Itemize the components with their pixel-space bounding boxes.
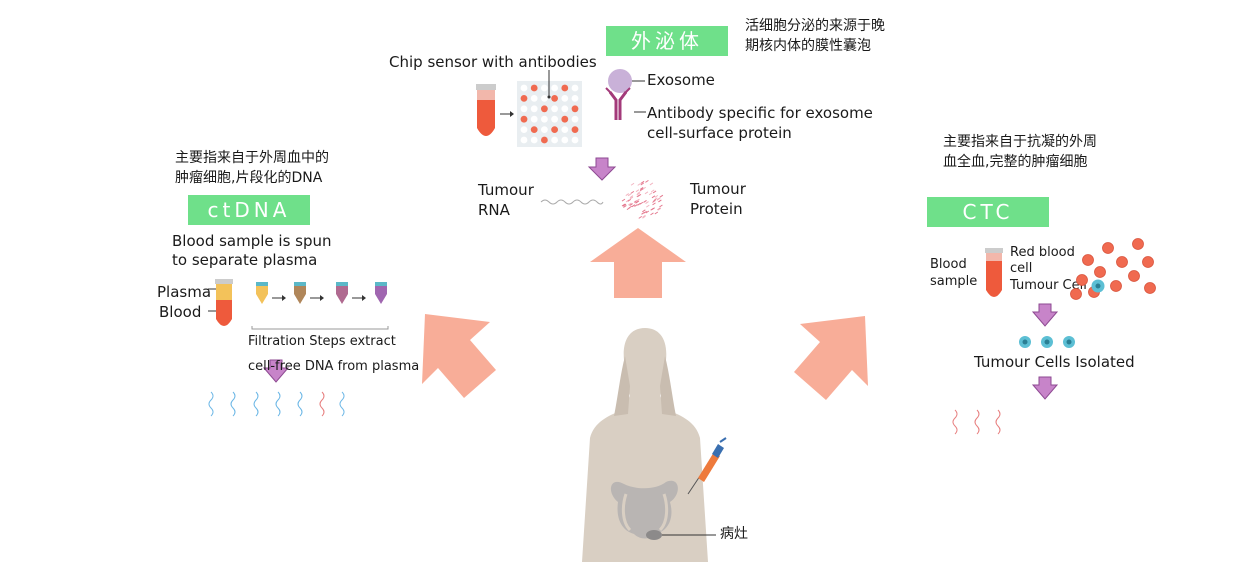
antibody-icon: [605, 87, 646, 120]
big-arrow-up-right: [794, 316, 868, 400]
ctdna-description-line1: 主要指来自于外周血中的: [175, 150, 329, 166]
ctc-description-line2: 血全血,完整的肿瘤细胞: [943, 154, 1088, 170]
human-body-figure: [582, 328, 716, 562]
exosome-blood-tube: [476, 84, 496, 136]
isolated-tumour-cells: [1019, 336, 1075, 348]
tube-to-chip-arrow: [500, 111, 514, 117]
lesion-label: 病灶: [720, 526, 748, 542]
exosome-badge: 外泌体: [606, 26, 728, 56]
ctdna-description-line2: 肿瘤细胞,片段化的DNA: [175, 170, 323, 186]
tumour-cell-label: Tumour Cell: [1010, 278, 1087, 293]
blood-spun-line1: Blood sample is spun: [172, 232, 332, 250]
filtration-line2: cell-free DNA from plasma: [248, 359, 420, 374]
antibody-label-line1: Antibody specific for exosome: [647, 104, 873, 122]
red-blood-cell-line2: cell: [1010, 261, 1033, 276]
tumour-rna-line1: Tumour: [478, 181, 534, 199]
ctc-blood-tube: [985, 248, 1003, 297]
tumour-rna-line2: RNA: [478, 201, 510, 219]
red-blood-cell-line1: Red blood: [1010, 245, 1075, 260]
ctc-fragments: [952, 409, 1001, 435]
ctc-description-line1: 主要指来自于抗凝的外周: [943, 134, 1097, 150]
tumour-cells-isolated-label: Tumour Cells Isolated: [974, 353, 1135, 371]
filtration-steps: [251, 282, 389, 330]
ctc-blood-sample-line2: sample: [930, 274, 978, 289]
blood-label: Blood: [159, 303, 202, 321]
tumour-protein-icon: [621, 179, 664, 219]
ctc-down-arrow-1: [1031, 303, 1059, 327]
ctc-badge: CTC: [927, 197, 1049, 227]
ctc-down-arrow-2: [1031, 376, 1059, 400]
blood-spun-line2: to separate plasma: [172, 251, 318, 269]
ctdna-separated-tube: [208, 279, 233, 326]
big-arrow-up-left: [422, 314, 496, 398]
rna-strand-icon: [540, 199, 604, 205]
big-arrow-up: [590, 228, 686, 298]
tumour-protein-line2: Protein: [690, 200, 743, 218]
exosome-description-line1: 活细胞分泌的来源于晚: [745, 18, 885, 34]
chip-pointer-line: [547, 70, 551, 99]
ctdna-badge: ctDNA: [188, 195, 310, 225]
ctdna-down-arrow: [262, 359, 290, 383]
ctdna-fragments: [208, 391, 345, 417]
exosome-description-line2: 期核内体的膜性囊泡: [745, 38, 871, 54]
tumour-protein-line1: Tumour: [690, 180, 746, 198]
ctc-blood-sample-line1: Blood: [930, 257, 967, 272]
plasma-label: Plasma: [157, 283, 212, 301]
exosome-down-arrow: [587, 157, 617, 181]
exosome-vesicle-icon: [608, 69, 645, 93]
exosome-label: Exosome: [647, 71, 715, 89]
antibody-label-line2: cell-surface protein: [647, 124, 792, 142]
chip-sensor-label: Chip sensor with antibodies: [389, 53, 597, 71]
red-blood-cells-cluster: [1070, 238, 1156, 300]
filtration-line1: Filtration Steps extract: [248, 334, 396, 349]
syringe-icon: [687, 437, 727, 495]
